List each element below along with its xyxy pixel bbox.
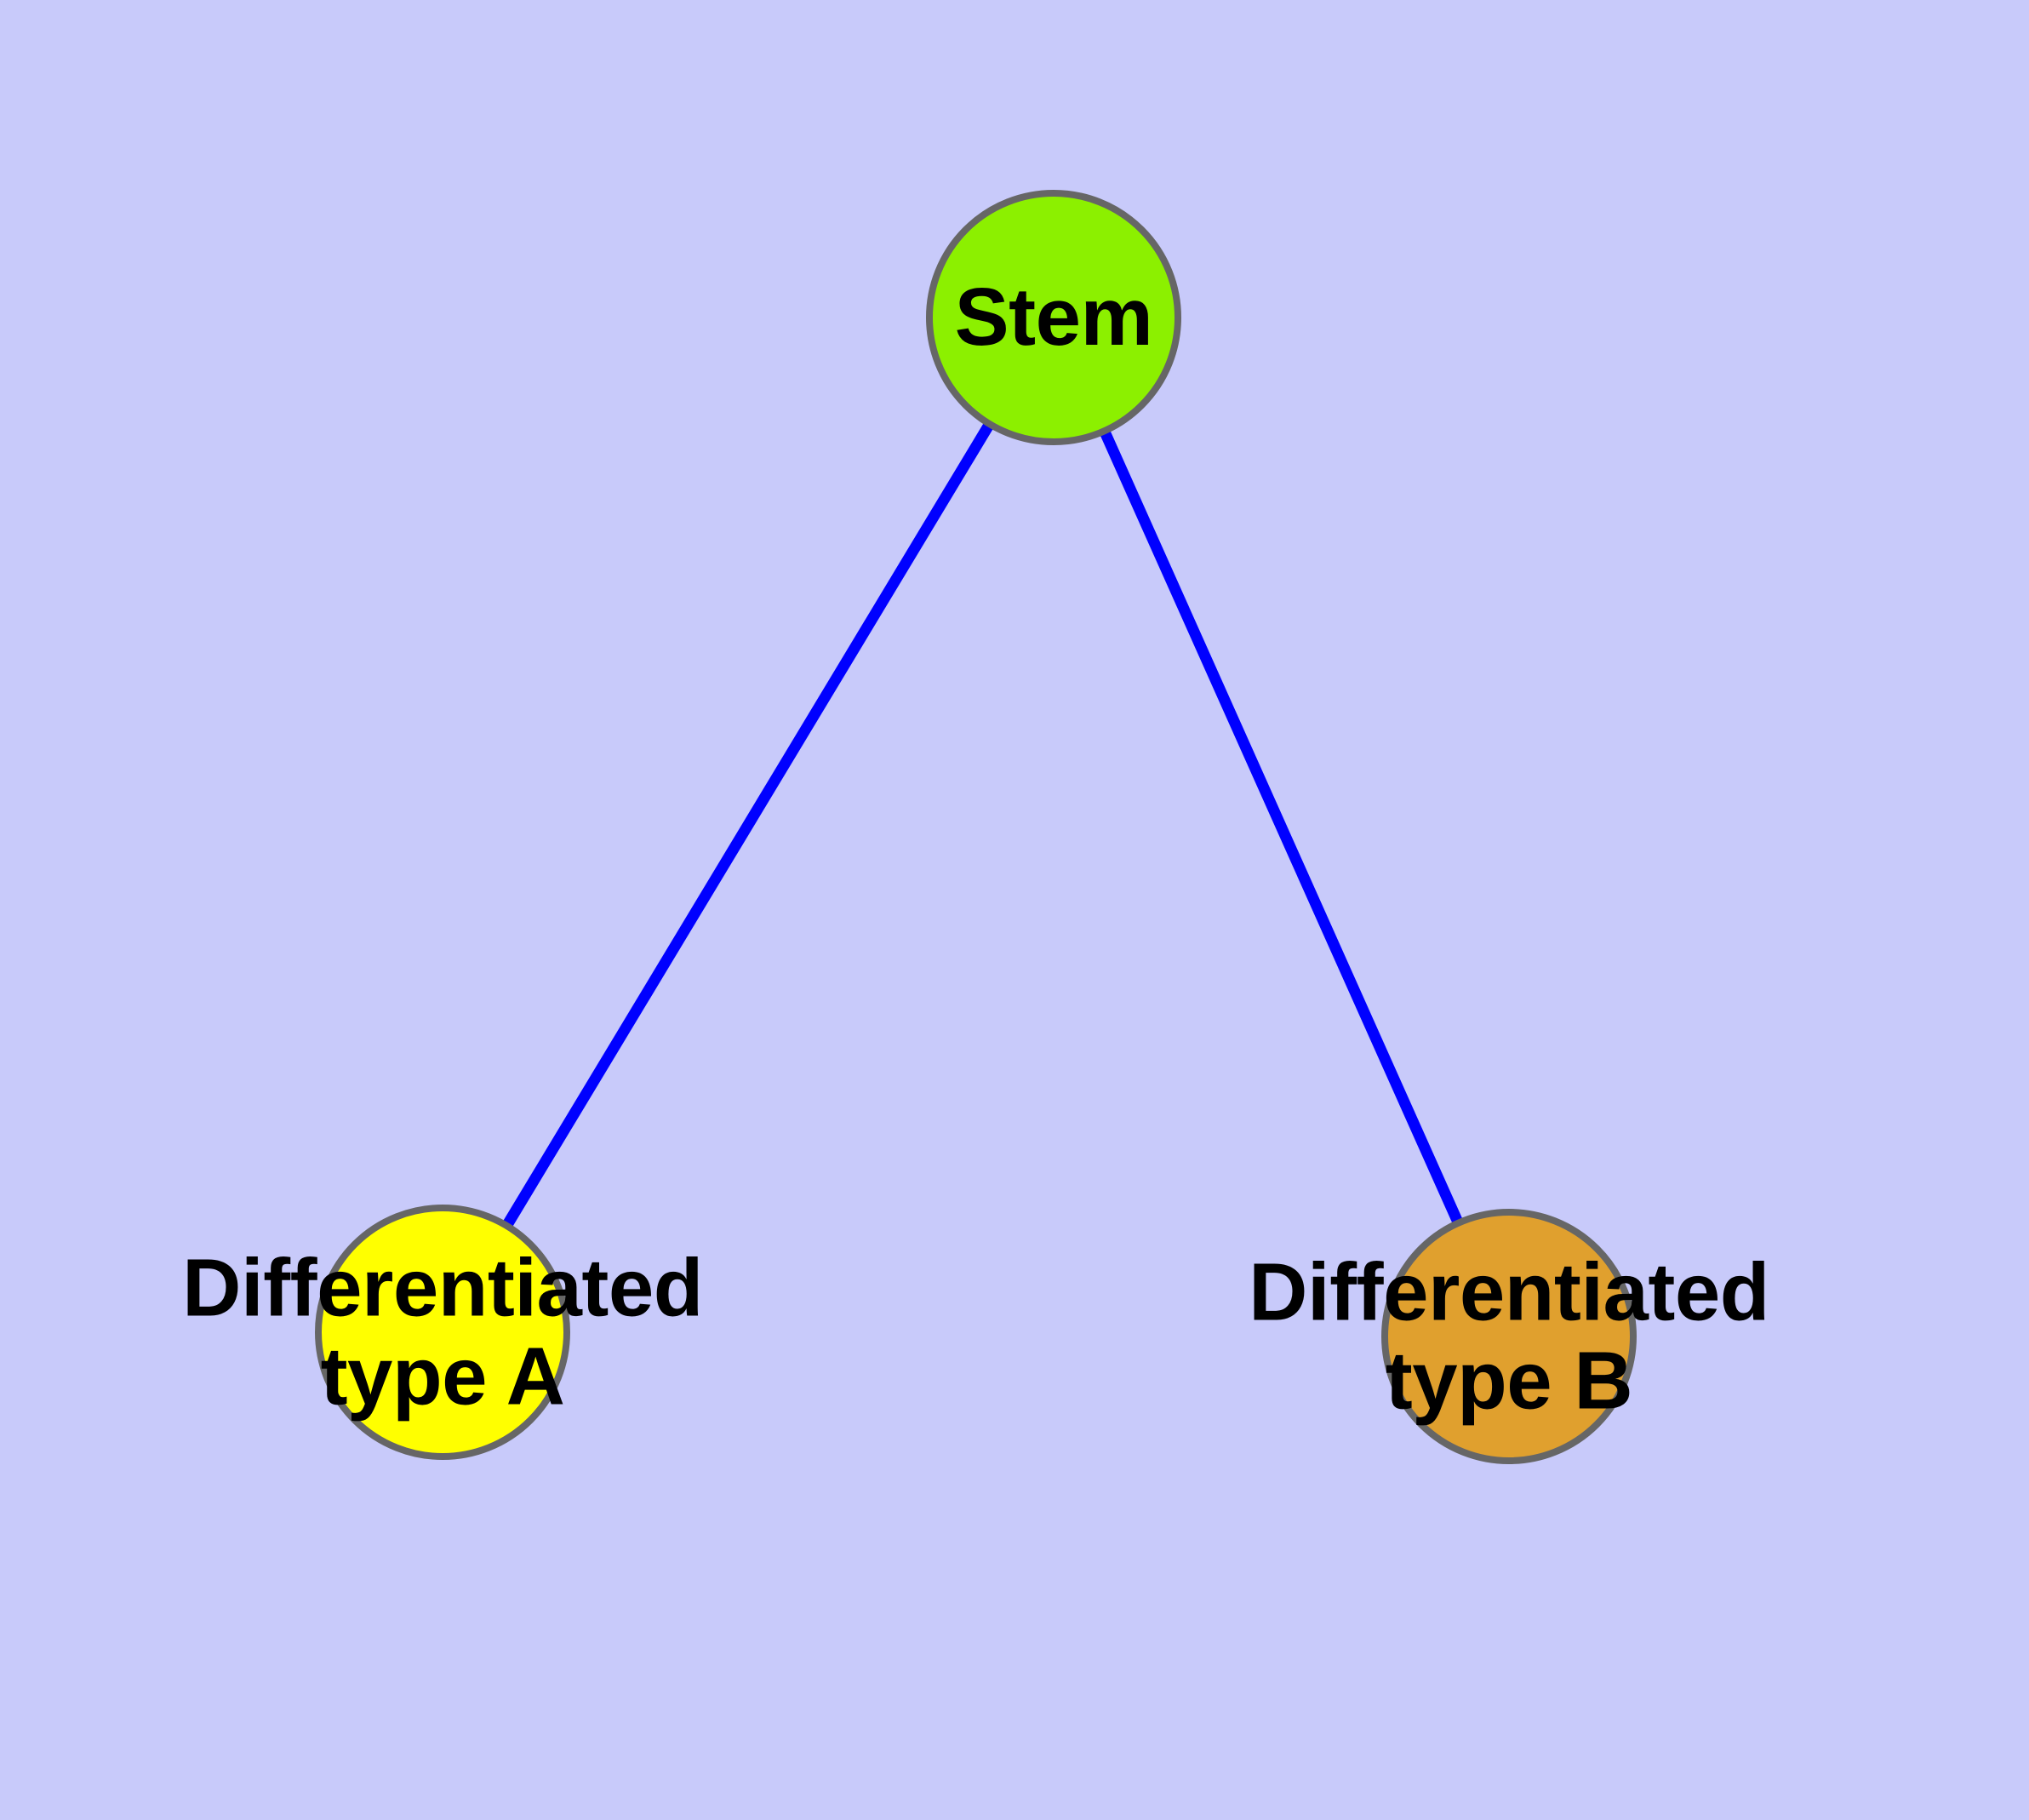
node-stem[interactable] [926, 190, 1181, 445]
node-diff_b[interactable] [1381, 1209, 1637, 1464]
edge-layer [500, 381, 1465, 1231]
node-layer [315, 190, 1637, 1464]
edge-stem-diff-b[interactable] [1080, 385, 1465, 1228]
edge-stem-diff-a[interactable] [500, 381, 1019, 1231]
node-diff_a[interactable] [315, 1205, 570, 1460]
